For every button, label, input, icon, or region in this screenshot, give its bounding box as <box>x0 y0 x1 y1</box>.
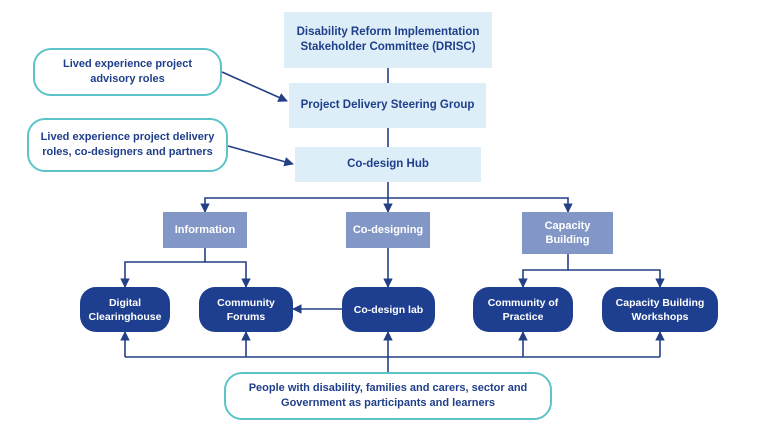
information-box: Information <box>163 212 247 248</box>
digital-clearinghouse-label: Digital Clearinghouse <box>88 296 162 323</box>
arrow-delivery-to-hub <box>227 145 294 167</box>
arrow-information-forums <box>205 261 251 288</box>
capacity-building-workshops-label: Capacity Building Workshops <box>615 296 705 323</box>
advisory-roles-label: Lived experience project advisory roles <box>63 58 192 85</box>
codesigning-box: Co-designing <box>346 212 430 248</box>
arrow-capacity-practice <box>518 254 569 288</box>
capacity-building-workshops-pill: Capacity Building Workshops <box>602 287 718 332</box>
codesigning-label: Co-designing <box>352 224 424 236</box>
capacity-building-label: Capacity Building <box>544 220 591 246</box>
drisc-label: Disability Reform Implementation Stakeho… <box>296 26 480 53</box>
community-of-practice-label: Community of Practice <box>487 296 559 323</box>
steering-group-label: Project Delivery Steering Group <box>300 99 475 111</box>
information-label: Information <box>174 224 236 236</box>
capacity-building-box: Capacity Building <box>522 212 613 254</box>
arrow-information-clearinghouse <box>120 248 206 288</box>
arrow-advisory-to-steering <box>221 71 288 102</box>
community-of-practice-pill: Community of Practice <box>473 287 573 332</box>
drisc-box: Disability Reform Implementation Stakeho… <box>284 12 492 68</box>
community-forums-label: Community Forums <box>217 296 275 323</box>
arrow-hub-capacity <box>388 197 573 213</box>
delivery-roles-label: Lived experience project delivery roles,… <box>40 131 215 158</box>
advisory-roles-box: Lived experience project advisory roles <box>33 48 222 96</box>
steering-group-box: Project Delivery Steering Group <box>289 83 486 128</box>
arrow-hub-information <box>200 182 389 213</box>
community-forums-pill: Community Forums <box>199 287 293 332</box>
codesign-hub-box: Co-design Hub <box>295 147 481 182</box>
codesign-lab-pill: Co-design lab <box>342 287 435 332</box>
participants-box: People with disability, families and car… <box>224 372 552 420</box>
delivery-roles-box: Lived experience project delivery roles,… <box>27 118 228 172</box>
codesign-lab-label: Co-design lab <box>353 303 424 316</box>
codesign-hub-label: Co-design Hub <box>347 158 429 170</box>
participants-label: People with disability, families and car… <box>248 382 528 409</box>
arrow-capacity-workshops <box>568 269 665 288</box>
digital-clearinghouse-pill: Digital Clearinghouse <box>80 287 170 332</box>
